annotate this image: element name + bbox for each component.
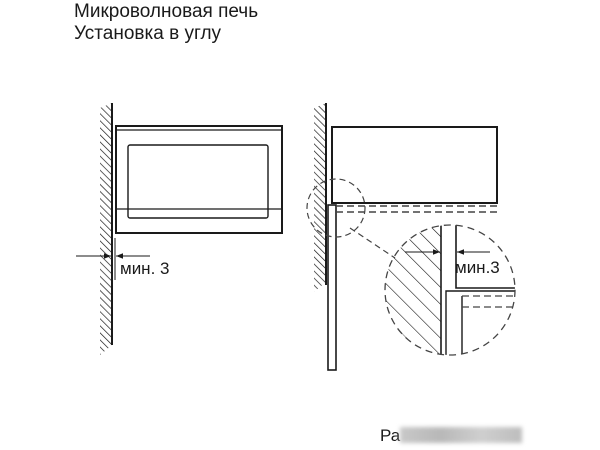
dimensions-note-text: Ра	[380, 426, 401, 445]
side-view	[306, 103, 516, 371]
front-view	[76, 103, 283, 355]
obscured-text	[400, 427, 523, 443]
wall-hatch	[314, 103, 326, 292]
detail-marker-circle	[306, 178, 366, 238]
wall-hatch	[100, 103, 112, 355]
diagram-title: Микроволновая печь	[74, 1, 259, 22]
detail-zoom-circle	[384, 224, 516, 356]
diagram-subtitle: Установка в углу	[74, 23, 222, 44]
dimensions-note: Ра	[380, 426, 523, 446]
clearance-label-detail: мин.3	[455, 258, 500, 277]
clearance-label-front: мин. 3	[120, 259, 170, 278]
microwave-body	[115, 125, 283, 234]
microwave-body	[331, 126, 498, 204]
cabinet-panel	[327, 204, 337, 371]
microwave-window	[127, 144, 269, 219]
